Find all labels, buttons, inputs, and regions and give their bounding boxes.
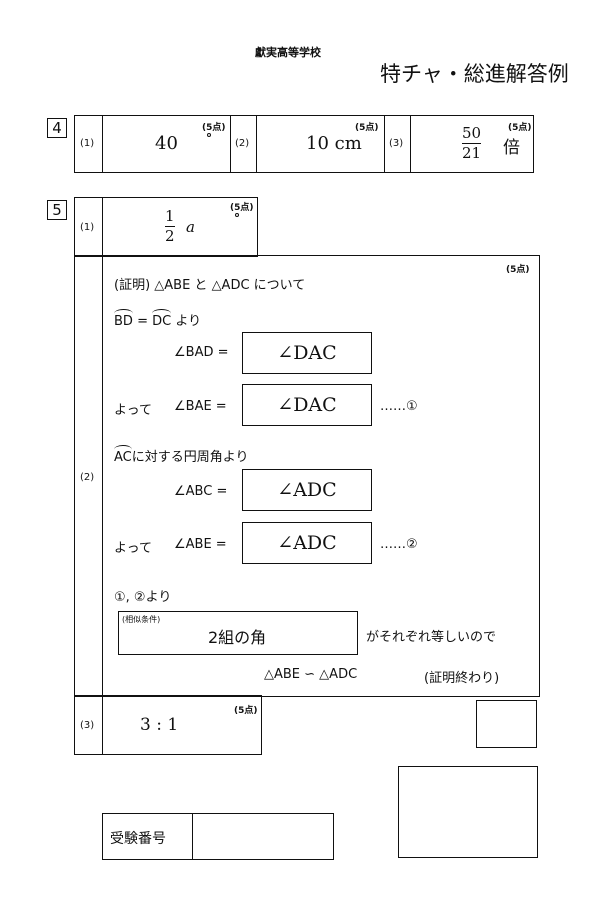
q4-2-points: (5点) <box>355 123 379 133</box>
q5-3-points: (5点) <box>234 706 258 716</box>
q4-2-label: (2) <box>235 138 250 149</box>
arc-bd: BD <box>114 309 133 329</box>
arc-ac: AC <box>114 445 132 465</box>
exam-number-field <box>102 813 334 860</box>
similarity-condition-value: 2組の角 <box>208 628 267 647</box>
abe-label: ∠ABE = <box>174 537 227 552</box>
arc-dc: DC <box>152 309 172 329</box>
q5-1-var: a <box>186 218 195 236</box>
q4-3-suffix: 倍 <box>503 138 520 158</box>
q4-3-label: (3) <box>389 138 404 149</box>
q5-3-answer: 3 : 1 <box>140 715 179 735</box>
q5-3-label: (3) <box>80 720 95 731</box>
question-4-answer-row <box>74 115 534 173</box>
q4-1-points: (5点) <box>202 123 226 133</box>
q5-1-points: (5点) <box>230 203 254 213</box>
arc-equality-line: BD = DC より <box>114 309 202 329</box>
mark-1: ……① <box>380 399 418 414</box>
similarity-condition-tag: (相似条件) <box>122 615 161 624</box>
question-4-number: 4 <box>47 118 67 138</box>
q5-2-points: (5点) <box>506 265 530 275</box>
q5-1-answer-box <box>74 197 258 257</box>
score-box-small <box>476 700 537 748</box>
q4-1-answer: 40 <box>155 133 178 154</box>
mark-2: ……② <box>380 537 418 552</box>
bae-answer-box: ∠DAC <box>242 384 372 426</box>
from-1-2: ①, ②より <box>114 590 172 605</box>
q4-1-label: (1) <box>80 138 95 149</box>
abc-answer-box: ∠ADC <box>242 469 372 511</box>
similarity-condition-box <box>118 611 358 655</box>
q4-3-points: (5点) <box>508 123 532 133</box>
q5-3-answer-box <box>74 695 262 755</box>
bad-answer-box: ∠DAC <box>242 332 372 374</box>
similarity-conclusion: △ABE ∽ △ADC <box>264 667 358 682</box>
school-name: 獻実高等学校 <box>255 46 321 59</box>
q5-1-label: (1) <box>80 222 95 233</box>
q5-2-proof-box <box>74 255 540 697</box>
abe-answer-box: ∠ADC <box>242 522 372 564</box>
yotte-1: よって <box>114 403 152 418</box>
proof-end: (証明終わり) <box>424 671 500 686</box>
condition-text: がそれぞれ等しいので <box>366 630 497 645</box>
arc-ac-line: ACに対する円周角より <box>114 445 249 465</box>
exam-number-label: 受験番号 <box>110 831 166 847</box>
proof-intro: (証明) △ABE と △ADC について <box>114 278 306 293</box>
page-title: 特チャ・総進解答例 <box>380 62 569 86</box>
question-5-number: 5 <box>47 200 67 220</box>
bad-label: ∠BAD = <box>174 345 229 360</box>
score-box-large <box>398 766 538 858</box>
abc-label: ∠ABC = <box>174 484 228 499</box>
bae-label: ∠BAE = <box>174 399 227 414</box>
q5-2-label: (2) <box>80 472 95 483</box>
yotte-2: よって <box>114 541 152 556</box>
q4-2-answer: 10 cm <box>306 133 362 154</box>
